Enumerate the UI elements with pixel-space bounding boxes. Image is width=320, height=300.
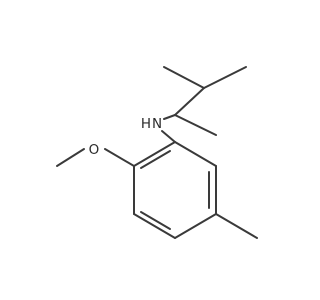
ring-double-bond-2	[140, 211, 171, 230]
chain-bond-1	[174, 114, 217, 136]
aryl-oxygen-bond	[104, 148, 135, 167]
ring-methyl-bond	[215, 213, 258, 239]
ring-bond-3	[174, 213, 217, 239]
oxygen-methyl-bond	[56, 148, 85, 167]
chain-bond-4	[163, 66, 205, 89]
chain-bond-2	[174, 87, 205, 116]
atom-label-hydrogen: H	[141, 116, 151, 132]
atom-label-nitrogen: N	[152, 116, 162, 132]
ring-double-bond-3	[140, 150, 171, 169]
chain-bond-3	[203, 66, 247, 89]
aryl-nitrogen-bond	[161, 130, 176, 143]
molecule-structure: N H O	[56, 66, 258, 239]
molecule-canvas: N H O	[56, 66, 258, 239]
ring-bond-4	[133, 213, 176, 239]
atom-label-oxygen: O	[89, 142, 100, 158]
nitrogen-carbon-bond	[163, 114, 176, 120]
ring-bond-1	[174, 141, 217, 167]
ring-bond-6	[133, 141, 176, 167]
